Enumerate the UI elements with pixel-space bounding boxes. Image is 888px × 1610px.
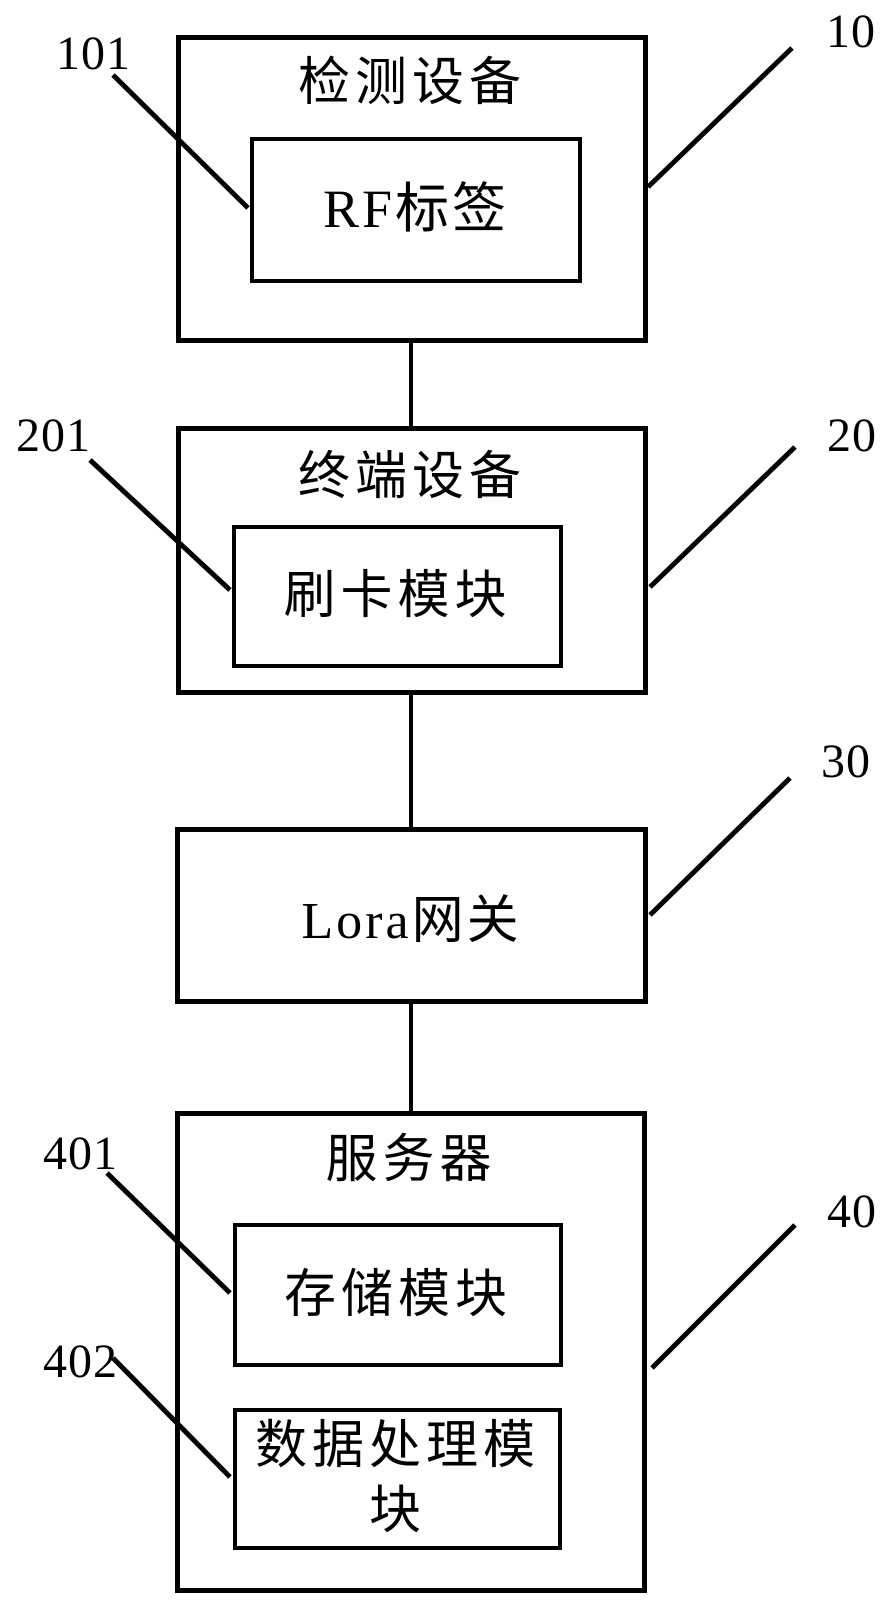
server-title: 服务器 bbox=[325, 1132, 497, 1189]
detection-device-title: 检测设备 bbox=[297, 55, 526, 112]
ref-402: 402 bbox=[43, 1335, 118, 1388]
box-storage-module: 存储模块 bbox=[233, 1223, 563, 1367]
box-rf-tag: RF标签 bbox=[250, 137, 582, 283]
rf-tag-label: RF标签 bbox=[322, 179, 510, 240]
box-card-module: 刷卡模块 bbox=[232, 525, 563, 668]
box-server: 服务器 存储模块 数据处理模块 bbox=[175, 1111, 647, 1593]
connector-terminal-to-lora bbox=[409, 693, 413, 830]
leader-line-20 bbox=[648, 445, 797, 589]
ref-401: 401 bbox=[43, 1127, 118, 1180]
card-module-label: 刷卡模块 bbox=[283, 568, 512, 625]
ref-101: 101 bbox=[56, 27, 131, 80]
leader-line-30 bbox=[648, 776, 792, 917]
storage-module-label: 存储模块 bbox=[283, 1266, 512, 1324]
leader-line-40 bbox=[650, 1223, 797, 1370]
box-terminal-device: 终端设备 刷卡模块 bbox=[176, 426, 648, 695]
box-lora-gateway: Lora网关 bbox=[175, 827, 648, 1004]
ref-10: 10 bbox=[826, 5, 876, 58]
leader-line-10 bbox=[646, 46, 794, 189]
data-processing-module-label: 数据处理模块 bbox=[254, 1418, 540, 1540]
ref-40: 40 bbox=[827, 1185, 877, 1238]
ref-30: 30 bbox=[821, 735, 871, 788]
connector-detection-to-terminal bbox=[409, 341, 413, 429]
lora-gateway-title: Lora网关 bbox=[301, 893, 522, 950]
terminal-device-title: 终端设备 bbox=[297, 449, 526, 506]
ref-20: 20 bbox=[827, 409, 877, 462]
ref-201: 201 bbox=[16, 409, 91, 462]
connector-lora-to-server bbox=[409, 1002, 413, 1114]
box-data-processing-module: 数据处理模块 bbox=[233, 1408, 562, 1550]
box-detection-device: 检测设备 RF标签 bbox=[176, 35, 648, 343]
